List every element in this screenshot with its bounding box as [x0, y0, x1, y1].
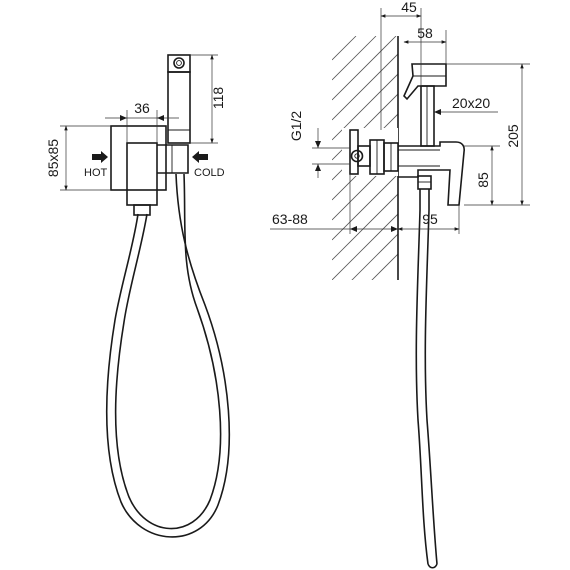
embedded-valve	[349, 129, 399, 175]
wall-hatching	[332, 36, 398, 280]
handle-stem	[167, 71, 191, 144]
shower-hose	[105, 173, 231, 538]
dim-plate-label: 85x85	[45, 139, 61, 177]
wall-plate	[110, 125, 167, 191]
spray-nozzle	[173, 57, 185, 69]
dim-depth-label: 63-88	[272, 211, 308, 227]
side-stem	[420, 85, 435, 147]
hose-connector	[133, 204, 151, 216]
mixer-body	[126, 142, 158, 206]
side-view: 45 58 20x20 205 85 G1/2 63-88	[270, 0, 530, 569]
cold-label: COLD	[194, 167, 225, 179]
dim-total-label: 205	[505, 124, 521, 148]
dim-height-label: 118	[210, 87, 226, 110]
side-spray-head	[403, 63, 447, 101]
side-hose	[415, 189, 429, 565]
dim-thread-label: G1/2	[288, 111, 304, 142]
dim-projection-label: 95	[422, 211, 438, 227]
dim-offset-label: 45	[401, 0, 417, 15]
dim-head-label: 58	[417, 25, 433, 41]
dim-square-label: 20x20	[452, 95, 490, 111]
dim-width-label: 36	[134, 100, 150, 116]
side-mixer-body	[398, 141, 465, 206]
cold-arrow-icon	[192, 151, 208, 163]
hot-arrow-icon	[92, 151, 108, 163]
dim-body-label: 85	[475, 172, 491, 188]
side-hose-connector	[417, 175, 432, 190]
front-view: 36 118 85x85 HOT COLD	[45, 54, 231, 538]
hot-label: HOT	[84, 167, 108, 179]
handle-holder	[157, 144, 189, 174]
